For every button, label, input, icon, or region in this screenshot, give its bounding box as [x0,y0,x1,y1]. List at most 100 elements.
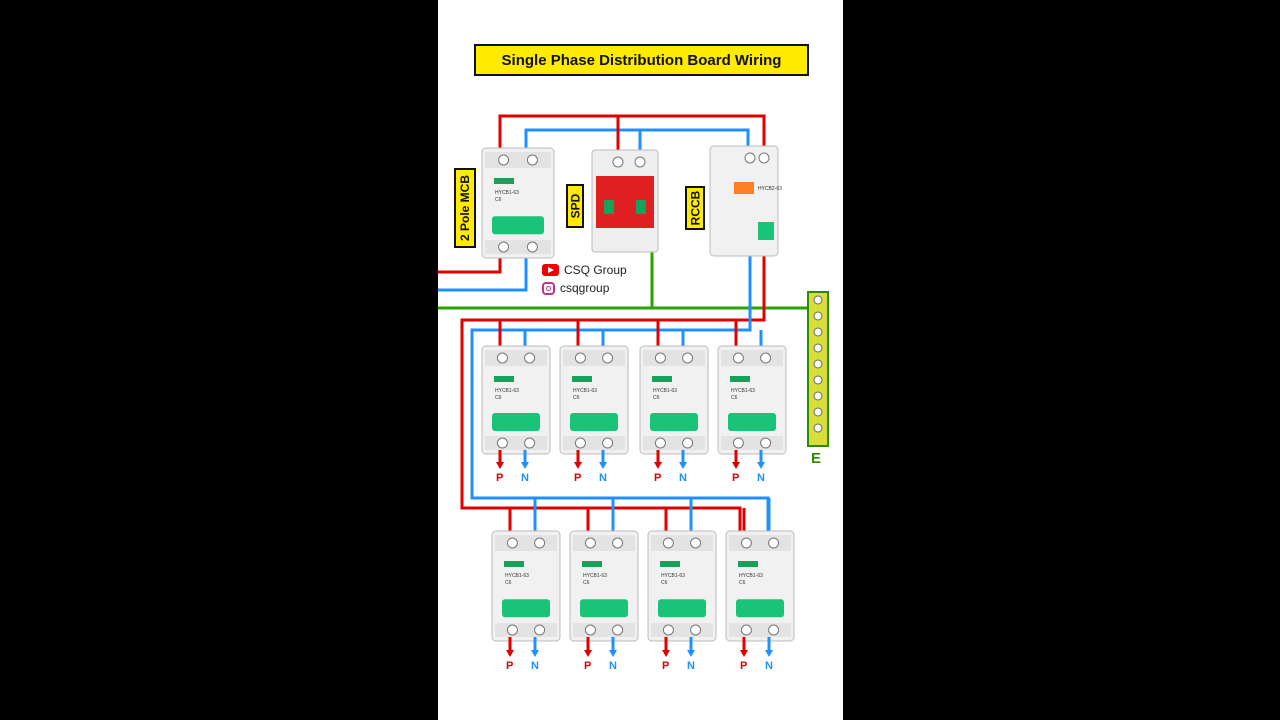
terminal-screw [602,352,614,364]
breaker-bottom-terminals [643,436,705,450]
phase-arrow [506,650,514,657]
earth-bar-body [807,291,829,447]
breaker-handle [650,412,698,431]
rccb-device: HYCB2-63 [709,145,782,257]
spd-indicator [604,200,614,214]
terminal-screw [654,437,666,449]
breaker-bottom-terminals [485,436,547,450]
terminal-screw [526,154,538,166]
breaker-handle [492,216,544,235]
model-text: HYCB1-63 [739,573,763,579]
breaker-terminals [721,350,783,366]
terminal-screw [662,537,674,549]
brand-label [494,178,514,184]
spd-indicator [636,200,646,214]
youtube-channel[interactable]: CSQ Group [542,263,627,277]
rating-text: C6 [731,395,738,401]
breaker-bottom-terminals [495,623,557,637]
earth-bar-screw [813,391,823,401]
spd-device [591,149,659,253]
rating-text: C6 [495,395,502,401]
breaker-handle [570,412,618,431]
brand-label [504,561,524,567]
breaker-terminals [485,152,551,168]
terminal-screw [524,352,536,364]
instagram-icon [542,281,555,295]
phase-label: P [654,472,662,484]
phase-label: P [574,472,582,484]
rating-text: C6 [505,580,512,586]
breaker-bottom-terminals [729,623,791,637]
phase-label: P [732,472,740,484]
terminal-screw [496,437,508,449]
main-neutral-wire [438,128,750,292]
terminal-screw [498,241,510,253]
neutral-label: N [687,660,695,672]
model-text: HYCB1-63 [731,388,755,394]
model-text: HYCB1-63 [495,388,519,394]
terminal-screw [768,537,780,549]
neutral-arrow [757,462,765,469]
rccb-test-button [734,182,754,194]
neutral-arrow [599,462,607,469]
breaker-bottom-terminals [651,623,713,637]
neutral-arrow [609,650,617,657]
label-spd: SPD [566,184,584,228]
terminal-screw [654,352,666,364]
rccb-handle [758,222,774,240]
earth-bar-screw [813,359,823,369]
wiring-diagram: HYCB1-63C6HYCB2-63HYCB1-63C6HYCB1-63C6HY… [438,114,829,657]
terminal-screw [534,624,546,636]
neutral-label: N [679,472,687,484]
phase-label: P [496,472,504,484]
terminal-screw [584,624,596,636]
terminal-screw [524,437,536,449]
terminal-screw [584,537,596,549]
breaker-handle [580,599,628,618]
terminal-screw [526,241,538,253]
model-text: HYCB1-63 [573,388,597,394]
model-text: HYCB1-63 [505,573,529,579]
terminal-screw [740,537,752,549]
phase-arrow [496,462,504,469]
earth-bar-screw [813,295,823,305]
phase-label: P [662,660,670,672]
neutral-arrow [687,650,695,657]
neutral-label: N [609,660,617,672]
breaker-handle [736,599,784,618]
phase-label: P [506,660,514,672]
instagram-handle[interactable]: csqgroup [542,281,609,295]
phase-label: P [584,660,592,672]
terminal-screw [690,537,702,549]
neutral-arrow [765,650,773,657]
terminal-screw [534,537,546,549]
neutral-label: N [521,472,529,484]
phase-arrow [654,462,662,469]
main-phase-wire [438,114,766,274]
model-text: HYCB1-63 [653,388,677,394]
terminal-screw [744,152,756,164]
brand-label [494,376,514,382]
phase-arrow [574,462,582,469]
earth-bar-screw [813,423,823,433]
breaker-bottom-terminals [485,240,551,254]
rccb-model-text: HYCB2-63 [758,186,782,192]
brand-label [582,561,602,567]
neutral-label: N [757,472,765,484]
terminal-screw [634,156,646,168]
brand-label [652,376,672,382]
model-text: HYCB1-63 [495,190,519,196]
youtube-name: CSQ Group [564,263,627,277]
earth-bar-screw [813,375,823,385]
instagram-name: csqgroup [560,281,610,295]
terminal-screw [768,624,780,636]
terminal-screw [506,624,518,636]
breaker-bottom-terminals [721,436,783,450]
diagram-title: Single Phase Distribution Board Wiring [474,44,809,76]
breaker-terminals [651,535,713,551]
